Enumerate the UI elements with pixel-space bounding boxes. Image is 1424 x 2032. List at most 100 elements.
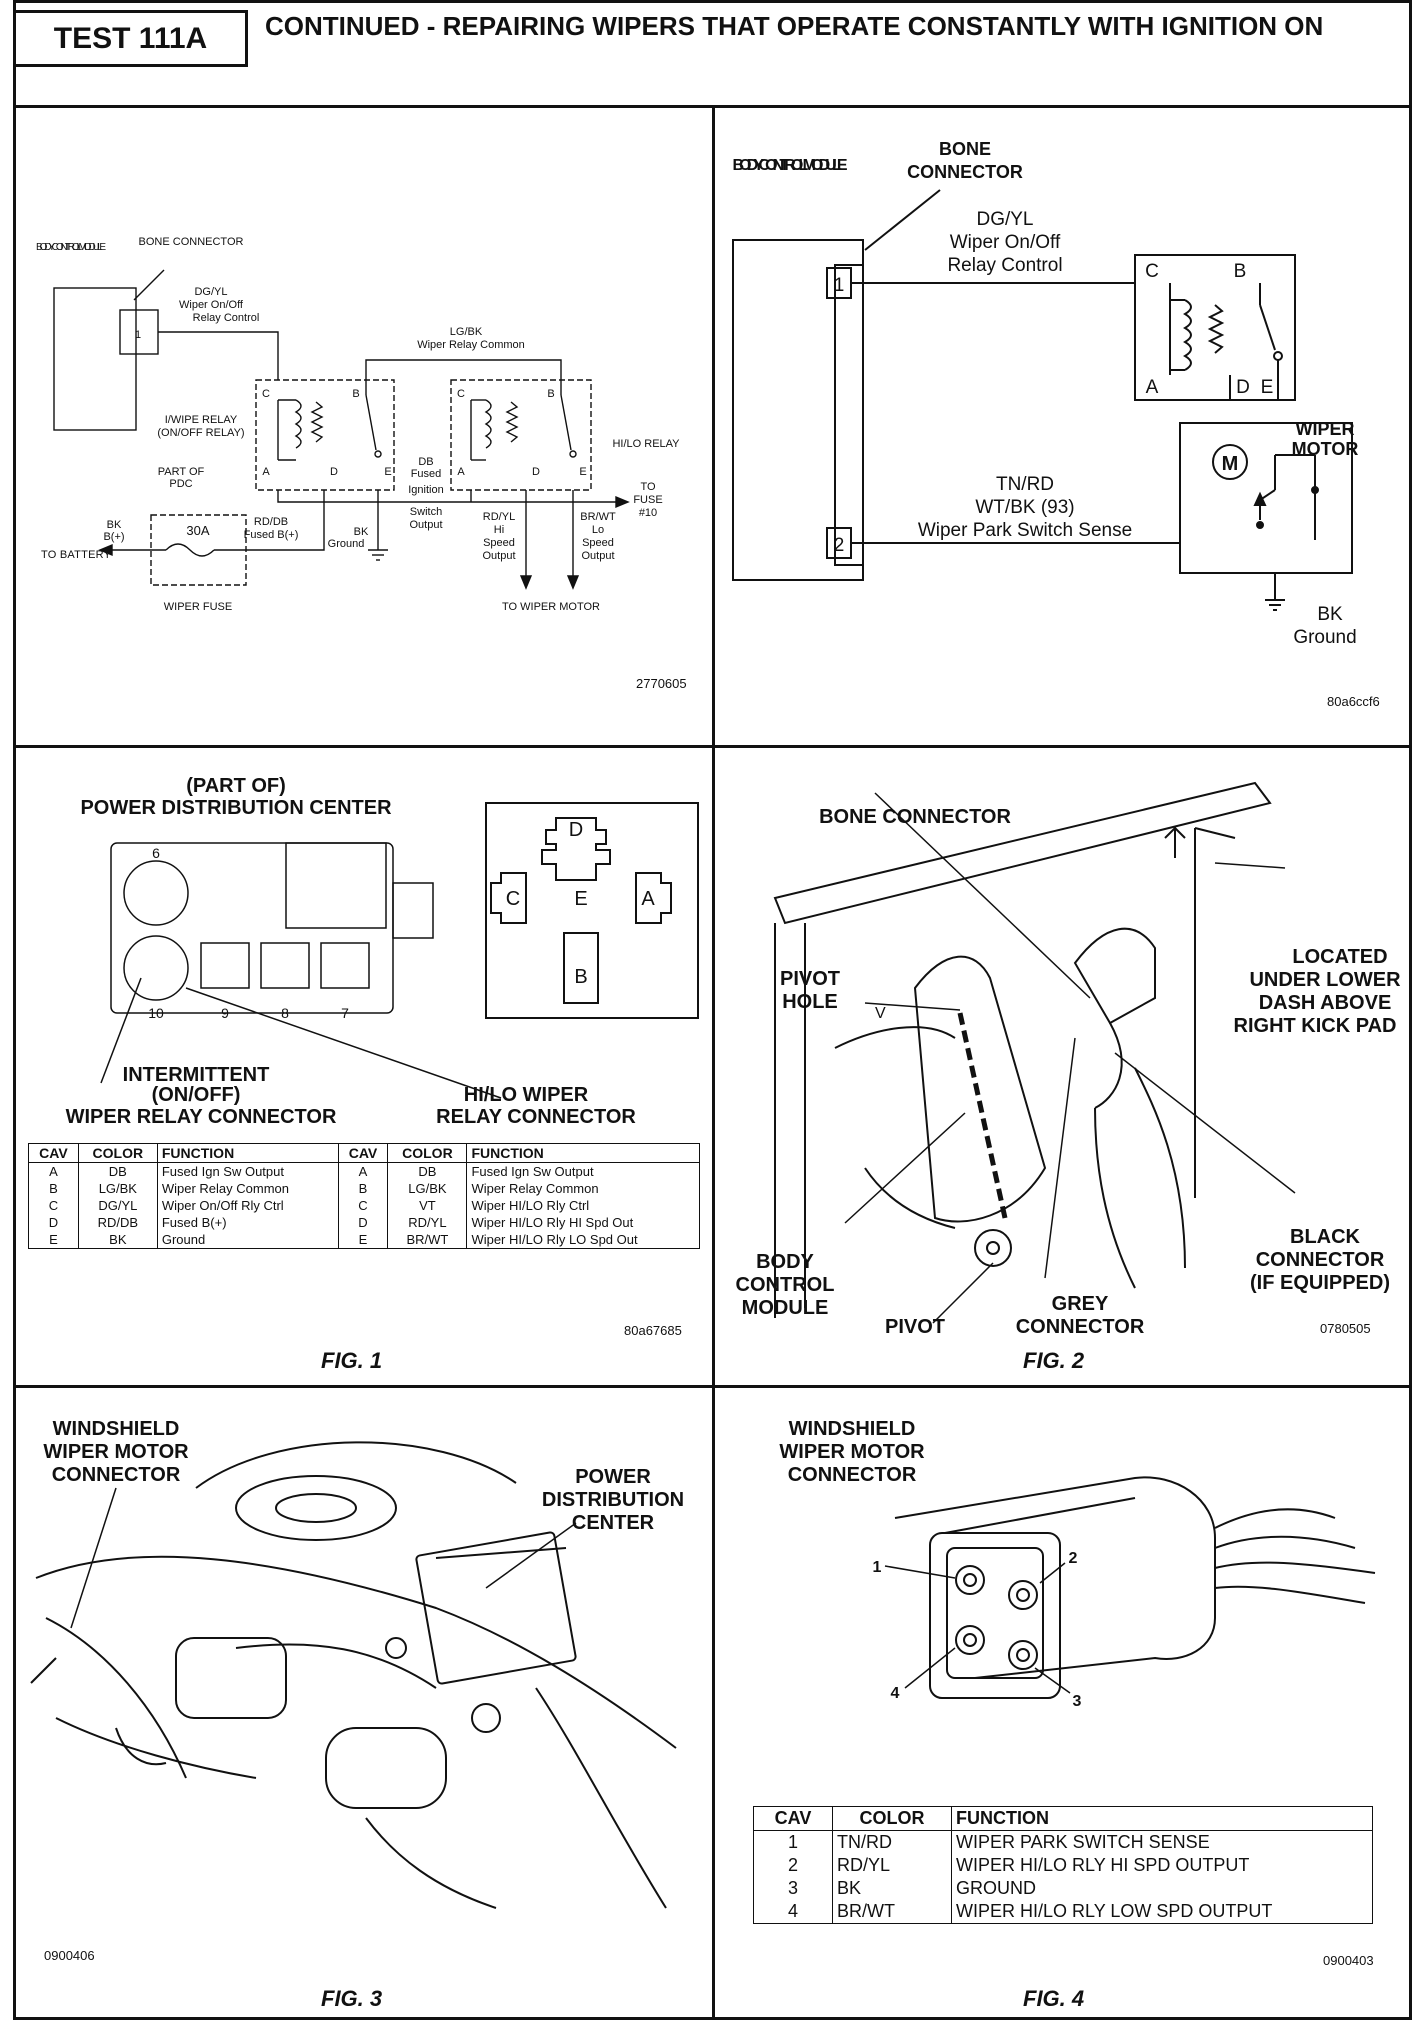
table-cell: WIPER PARK SWITCH SENSE — [951, 1830, 1373, 1854]
lbl-relay-control: Relay Control — [193, 312, 260, 324]
table-cell: Fused Ign Sw Output — [156, 1162, 339, 1180]
table-cell: BR/WT — [387, 1231, 468, 1249]
table-cell: Fused B(+) — [156, 1214, 339, 1231]
table-cell: Wiper Relay Common — [466, 1180, 700, 1197]
table-cell: Wiper HI/LO Rly Ctrl — [466, 1197, 700, 1214]
lbl-rdyl: RD/YL — [483, 511, 515, 523]
f2-module: MODULE — [742, 1297, 829, 1319]
lbl-hilo-relay: HI/LO RELAY — [612, 438, 680, 450]
r-lbl-wiper: WIPER — [1295, 419, 1354, 439]
r-lbl-d: D — [1236, 377, 1250, 398]
f1-intermittent: INTERMITTENT — [123, 1064, 270, 1086]
f1-hilo-conn: RELAY CONNECTOR — [436, 1106, 636, 1128]
lbl-part-of: PART OF — [158, 466, 205, 478]
lbl-speed-hi: Speed — [483, 537, 515, 549]
table-cell: WIPER HI/LO RLY LOW SPD OUTPUT — [951, 1900, 1373, 1924]
f4-t1: WINDSHIELD — [789, 1418, 916, 1440]
f2-kick: RIGHT KICK PAD — [1234, 1015, 1397, 1037]
f2-grey-conn: CONNECTOR — [1016, 1316, 1145, 1338]
f4-t3: CONNECTOR — [788, 1464, 917, 1486]
r-lbl-relay-control: Relay Control — [947, 255, 1062, 276]
r-lbl-bcm: BODY CONTROL MODULE — [733, 157, 848, 174]
code-2770605: 2770605 — [636, 676, 687, 691]
f2-body: BODY — [756, 1251, 814, 1273]
f3-wipmot1: WINDSHIELD — [53, 1418, 180, 1440]
schematic-right: BODY CONTROL MODULE BONE CONNECTOR WIPER… — [715, 110, 1409, 743]
f4-p1: 1 — [873, 1559, 882, 1576]
lbl-fused-b: Fused B(+) — [244, 529, 299, 541]
r-lbl-bk: BK — [1317, 604, 1343, 625]
lbl-output: Output — [409, 519, 442, 531]
r-lbl-pin2: 2 — [834, 535, 845, 556]
lbl-fuse10: #10 — [639, 507, 657, 519]
f1-pin-d: D — [569, 819, 583, 841]
r-lbl-connector: CONNECTOR — [907, 162, 1023, 182]
f4-p4: 4 — [891, 1685, 900, 1702]
f1-th-cav2: CAV — [337, 1143, 389, 1163]
lbl-wiper-relay-common: Wiper Relay Common — [417, 339, 525, 351]
f1-th-color: COLOR — [77, 1143, 158, 1163]
f1-part-of: (PART OF) — [186, 775, 286, 797]
f2-black: BLACK — [1290, 1226, 1361, 1248]
lbl-ignition: Ignition — [408, 484, 443, 496]
table-cell: 3 — [753, 1877, 833, 1900]
lbl-bplus: B(+) — [103, 531, 124, 543]
table-cell: B — [28, 1180, 79, 1197]
f1-pin-c: C — [506, 888, 520, 910]
f1-pin-a: A — [641, 888, 655, 910]
table-cell: LG/BK — [77, 1180, 158, 1197]
table-cell: D — [337, 1214, 389, 1231]
fig3-panel: WINDSHIELD WIPER MOTOR CONNECTOR POWER D… — [16, 1388, 710, 2018]
lbl-hi: Hi — [494, 524, 504, 536]
f2-located: LOCATED — [1292, 946, 1387, 968]
f1-pdc: POWER DISTRIBUTION CENTER — [80, 797, 392, 819]
lbl-to-wiper-motor: TO WIPER MOTOR — [502, 601, 600, 613]
table-cell: RD/YL — [387, 1214, 468, 1231]
lbl-e2: E — [579, 466, 586, 478]
r-lbl-wiper-onoff: Wiper On/Off — [950, 232, 1061, 253]
f1-slot-6: 6 — [152, 845, 160, 861]
grid-divider-row2 — [13, 1385, 1412, 1388]
f4-p3: 3 — [1073, 1693, 1082, 1710]
fig1-svg: (PART OF) POWER DISTRIBUTION CENTER INTE… — [80, 775, 699, 1106]
lbl-dgyl: DG/YL — [194, 286, 227, 298]
schematic-left-svg: BODY CONTROL MODULE BONE CONNECTOR 1 DG/… — [36, 236, 680, 613]
lbl-output-hi: Output — [482, 550, 515, 562]
f4-t2: WIPER MOTOR — [779, 1441, 925, 1463]
f1-slot-8: 8 — [281, 1005, 289, 1021]
lbl-bk-ground: BK — [354, 526, 369, 538]
table-cell: E — [28, 1231, 79, 1249]
lbl-iwipe-relay: I/WIPE RELAY — [165, 414, 238, 426]
r-lbl-park-sense: Wiper Park Switch Sense — [918, 520, 1132, 541]
grid-divider-row1 — [13, 745, 1412, 748]
table-cell: C — [337, 1197, 389, 1214]
lbl-to-battery: TO BATTERY — [41, 549, 112, 561]
table-cell: DB — [77, 1162, 158, 1180]
f2-connector: CONNECTOR — [1256, 1249, 1385, 1271]
f1-th-function: FUNCTION — [156, 1143, 339, 1163]
lbl-db: DB — [418, 456, 433, 468]
test-label: TEST 111A — [13, 10, 248, 67]
fig2-panel: BONE CONNECTOR PIVOT HOLE LOCATED UNDER … — [715, 748, 1409, 1383]
f4-p2: 2 — [1069, 1550, 1078, 1567]
table-cell: Wiper HI/LO Rly LO Spd Out — [466, 1231, 700, 1249]
f2-pivot2: PIVOT — [885, 1316, 945, 1338]
schematic-left: BODY CONTROL MODULE BONE CONNECTOR 1 DG/… — [16, 110, 710, 743]
table-cell: DG/YL — [77, 1197, 158, 1214]
table-cell: C — [28, 1197, 79, 1214]
table-cell: B — [337, 1180, 389, 1197]
lbl-pin1: 1 — [135, 329, 141, 341]
r-lbl-m: M — [1222, 453, 1239, 475]
table-cell: BK — [832, 1877, 952, 1900]
table-cell: E — [337, 1231, 389, 1249]
page-title: CONTINUED - REPAIRING WIPERS THAT OPERAT… — [265, 11, 1324, 41]
